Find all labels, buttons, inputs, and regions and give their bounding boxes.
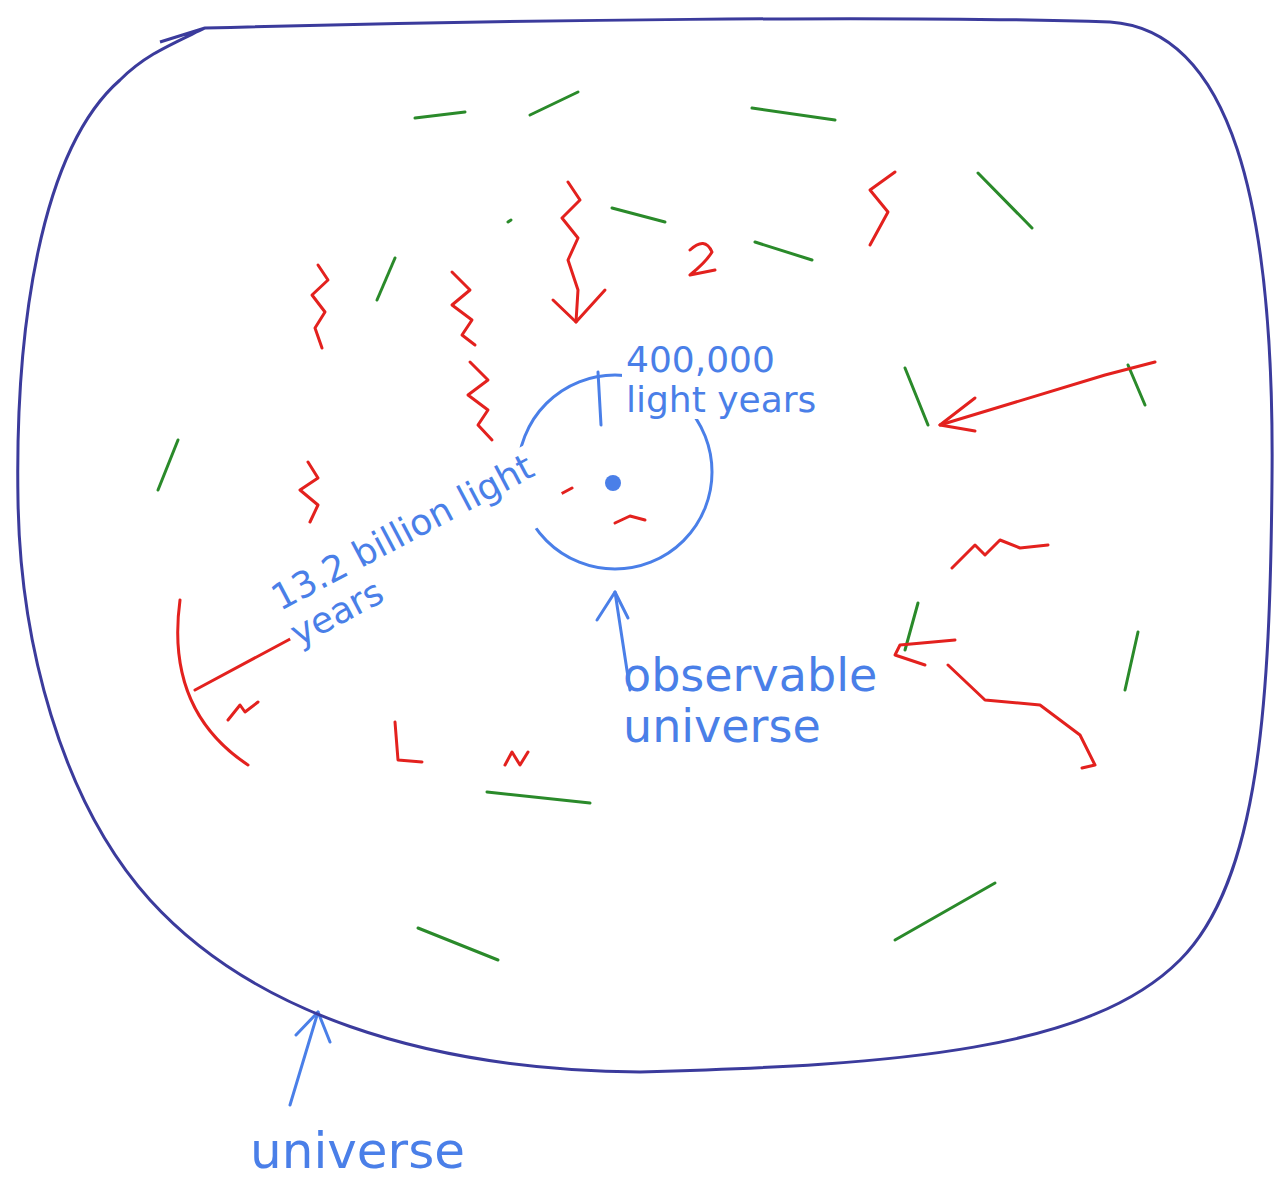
green-dash	[158, 440, 178, 490]
light-squiggle	[948, 665, 1095, 768]
green-dash	[1128, 365, 1145, 405]
light-arc	[178, 600, 248, 765]
green-dash	[752, 108, 835, 120]
node-outline	[0, 0, 1284, 1080]
light-arrow	[562, 182, 580, 322]
green-dashes	[158, 92, 1145, 960]
light-squiggle	[615, 516, 645, 523]
distance-label: 400,000 light years	[622, 340, 862, 419]
distance-label: 13.2 billion light years	[261, 440, 570, 655]
arrow-head	[597, 592, 628, 620]
green-dash	[415, 112, 465, 118]
light-squiggle	[452, 272, 475, 345]
light-squiggle	[468, 362, 492, 440]
green-dash	[755, 242, 812, 260]
radius-line	[598, 372, 601, 425]
red-squiggles	[178, 172, 1155, 768]
green-dash	[487, 792, 590, 803]
light-squiggle	[870, 172, 895, 245]
green-dash	[377, 258, 395, 300]
green-dash	[530, 92, 578, 115]
light-squiggle	[300, 462, 318, 522]
green-dash	[418, 928, 498, 960]
region-label: observable universe	[623, 650, 963, 751]
light-squiggle	[505, 752, 528, 765]
green-dash	[612, 208, 665, 222]
light-squiggle	[395, 722, 422, 762]
light-squiggle	[228, 702, 258, 720]
arrow-head	[553, 290, 605, 322]
arrow-head	[296, 1012, 330, 1042]
green-dash	[895, 883, 995, 940]
green-dash	[978, 173, 1032, 228]
universe-region: universeobservable universe	[0, 0, 1284, 1080]
light-squiggle	[690, 243, 715, 275]
green-dash	[905, 368, 928, 425]
light-arrow	[940, 362, 1155, 425]
arrow-head	[940, 398, 975, 431]
green-dash	[508, 220, 511, 222]
observer-dot	[605, 475, 621, 491]
green-dash	[1125, 632, 1138, 690]
region-label: universe	[250, 1124, 580, 1179]
light-squiggle	[952, 540, 1048, 568]
universe-outline	[18, 19, 1272, 1072]
light-squiggle	[312, 265, 328, 348]
arrow-head	[895, 640, 955, 665]
